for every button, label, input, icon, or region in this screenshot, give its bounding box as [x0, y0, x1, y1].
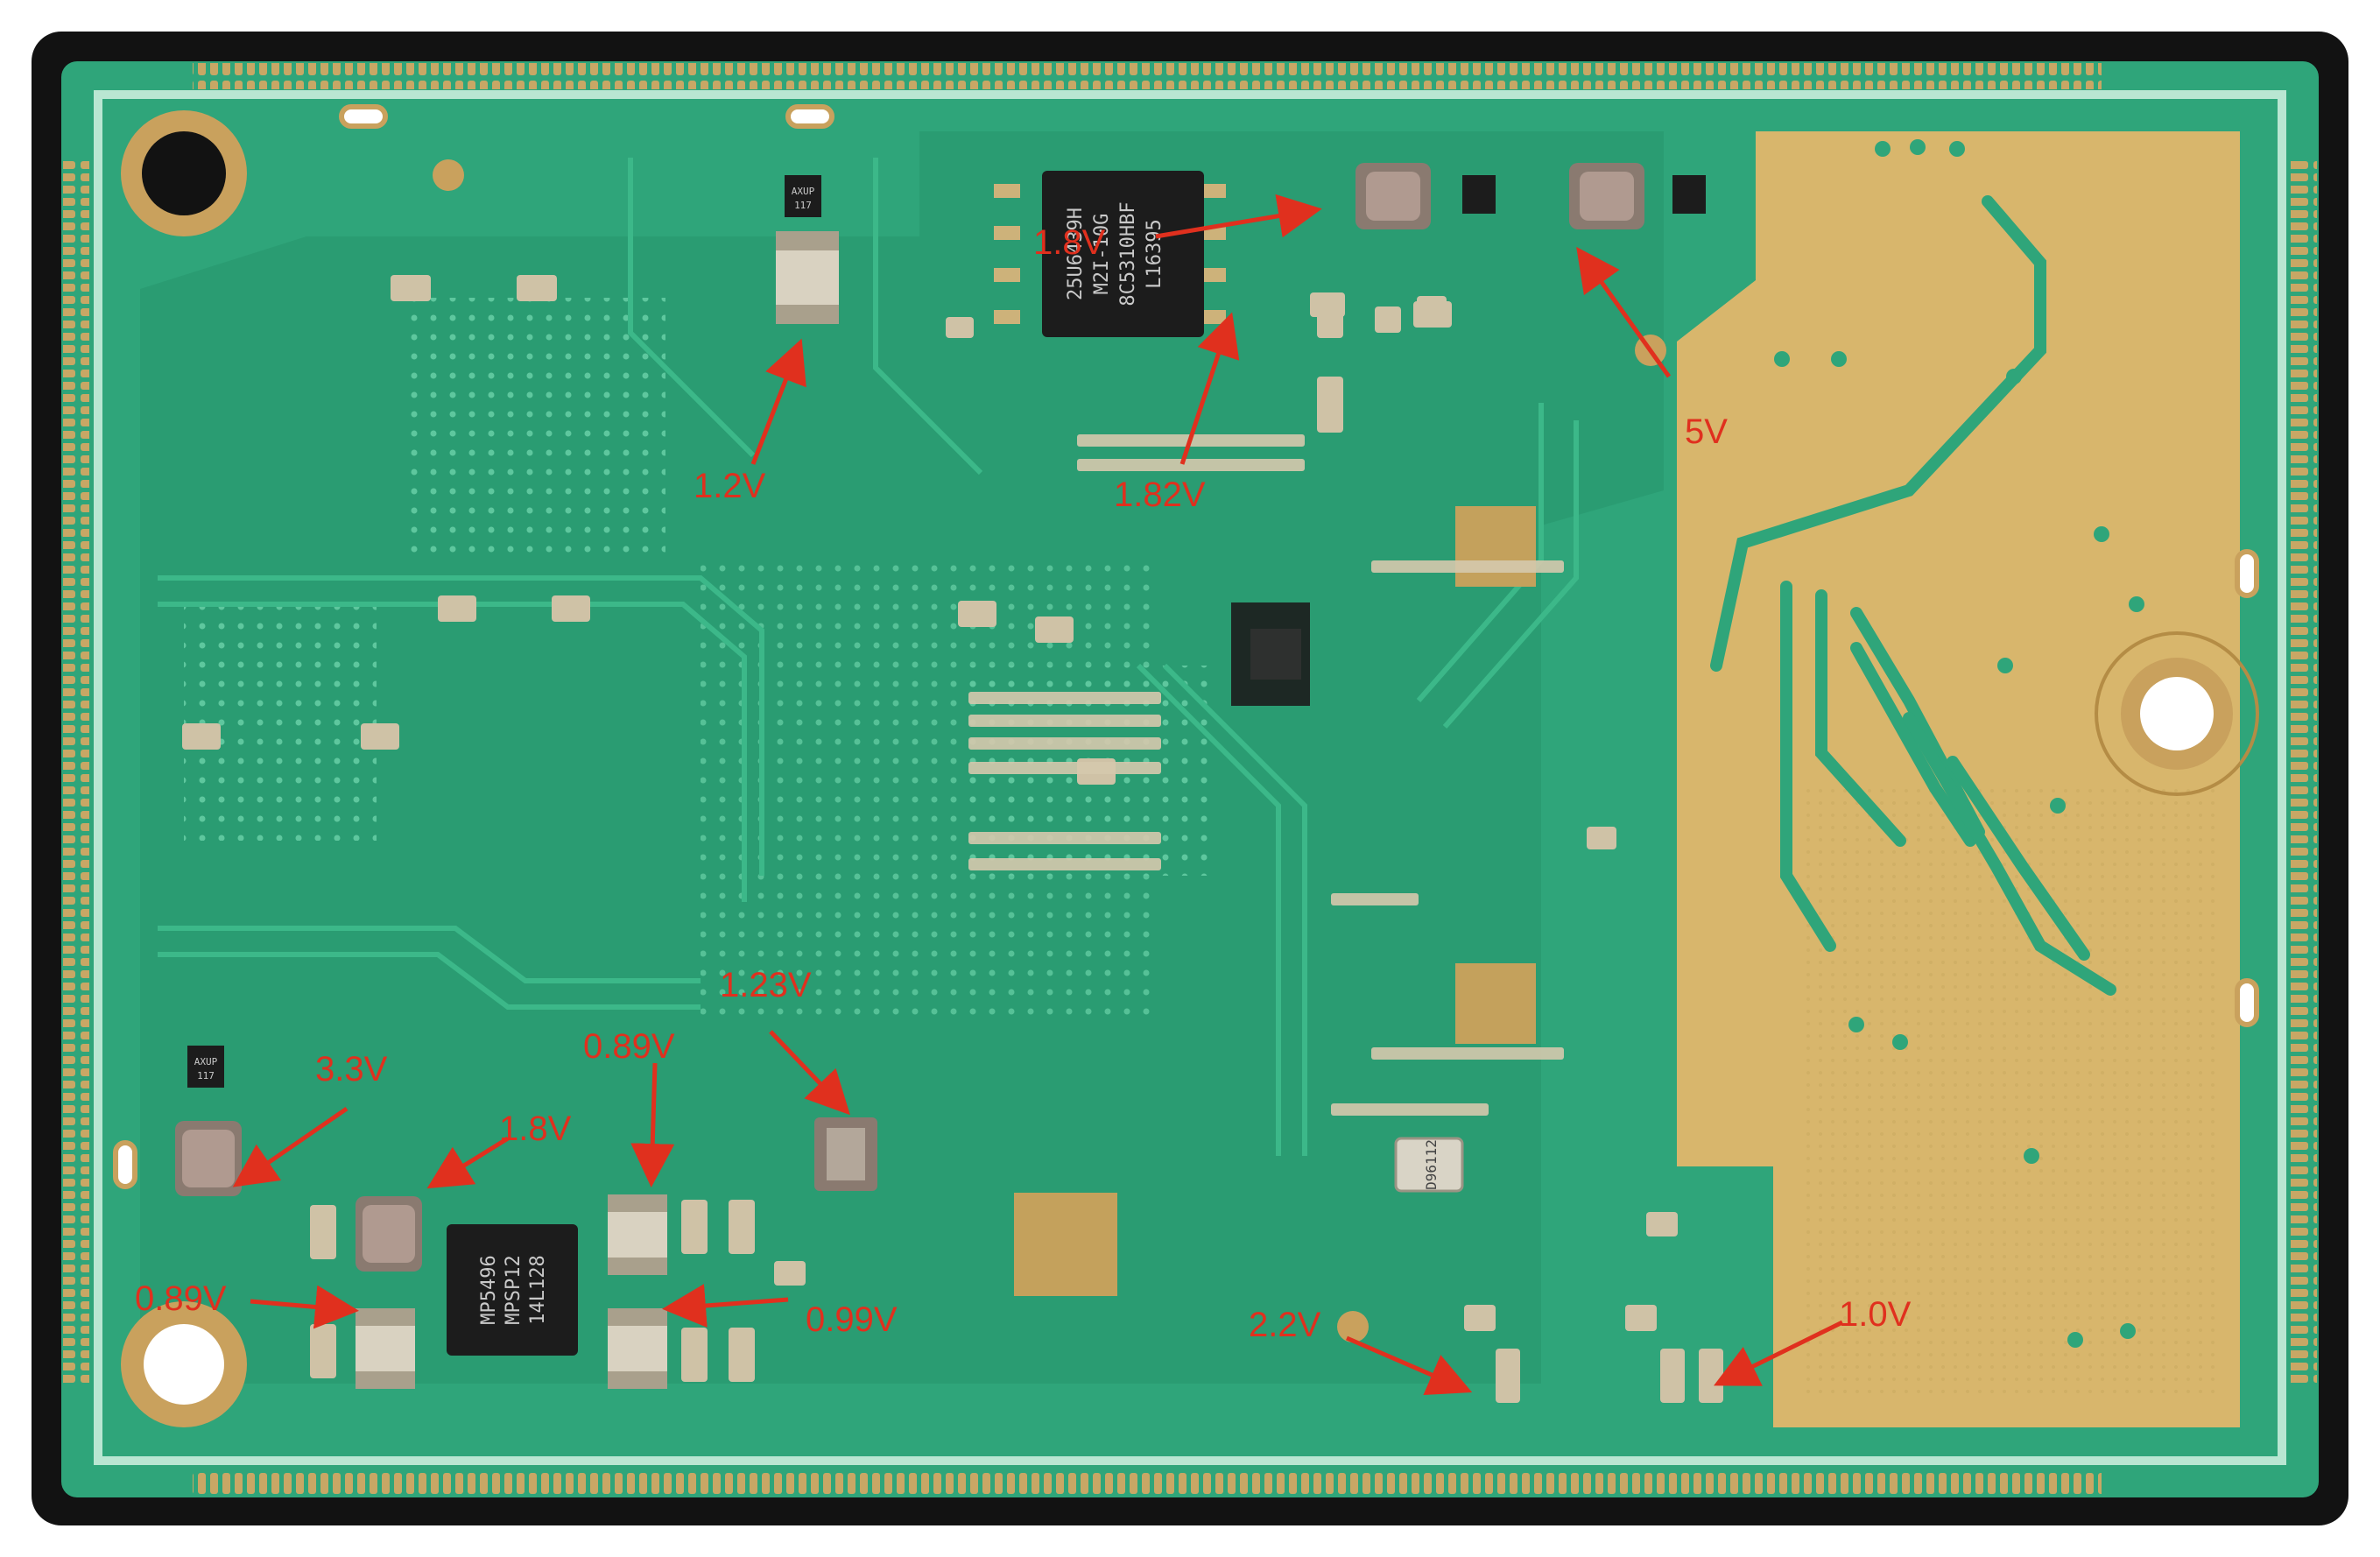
crystal [1394, 1137, 1464, 1193]
small-ic-1 [785, 175, 821, 217]
flash-chip-text-4: L16395 [1144, 219, 1165, 288]
thermal-pads [1014, 506, 1536, 1296]
crystal-text: D96112 [1423, 1139, 1440, 1190]
pmic-chip-text-2: MPSP12 [503, 1255, 525, 1324]
label-0-99v: 0.99V [806, 1300, 898, 1339]
small-ic-2 [187, 1046, 224, 1088]
small-ic-3 [1462, 175, 1496, 214]
label-3-3v: 3.3V [315, 1050, 388, 1088]
bulk-capacitors [356, 231, 877, 1389]
annotation-arrows [232, 194, 1844, 1396]
via-field-left [184, 595, 377, 841]
mounting-hole-bottom-left [121, 1301, 247, 1427]
flash-chip-text-3: 8C5310HBF [1117, 201, 1139, 306]
castellation-top [193, 63, 2102, 89]
board-inner-border [94, 90, 2286, 1465]
label-0-89v-left: 0.89V [135, 1279, 227, 1318]
small-ic-4 [1672, 175, 1706, 214]
passives [182, 275, 1723, 1403]
small-ic-2-text-1: AXUP [194, 1056, 218, 1067]
flash-chip-text-1: 25U6439H [1065, 208, 1087, 300]
pmic-chip-text-3: 14L128 [527, 1255, 549, 1324]
castellation-left [63, 158, 89, 1384]
flash-chip [994, 171, 1226, 337]
inductors [175, 163, 1644, 1272]
rf-traces [1710, 195, 2116, 996]
sensor-chip [1231, 602, 1310, 706]
pmic-chip [447, 1224, 578, 1356]
small-ic-1-text-1: AXUP [792, 186, 815, 197]
label-1-82v: 1.82V [1114, 476, 1206, 514]
flash-chip-text-2: M2I-10G [1091, 214, 1113, 295]
label-2-2v: 2.2V [1249, 1306, 1321, 1344]
label-1-23v: 1.23V [720, 966, 812, 1004]
label-0-89v-top: 0.89V [583, 1027, 675, 1066]
via-field-top [403, 298, 665, 560]
pmic-chip-text-1: MP5496 [478, 1255, 500, 1324]
small-ic-1-text-2: 117 [794, 200, 812, 211]
mounting-hole-top-left [121, 110, 247, 236]
castellation-right [2291, 158, 2317, 1384]
label-5v: 5V [1685, 412, 1728, 451]
rf-vias [1774, 139, 2144, 1348]
label-1-8v-bottom: 1.8V [499, 1110, 572, 1148]
label-1-2v: 1.2V [694, 467, 766, 505]
small-ic-2-text-2: 117 [197, 1070, 215, 1081]
castellation-bottom [193, 1469, 2102, 1496]
passive-grid [968, 434, 1564, 1116]
mounting-hole-right [2095, 631, 2259, 796]
oval-slots [113, 104, 2259, 1189]
label-1-0v: 1.0V [1839, 1295, 1912, 1334]
label-1-8v-top: 1.8V [1033, 223, 1106, 262]
traces [158, 158, 1579, 1156]
